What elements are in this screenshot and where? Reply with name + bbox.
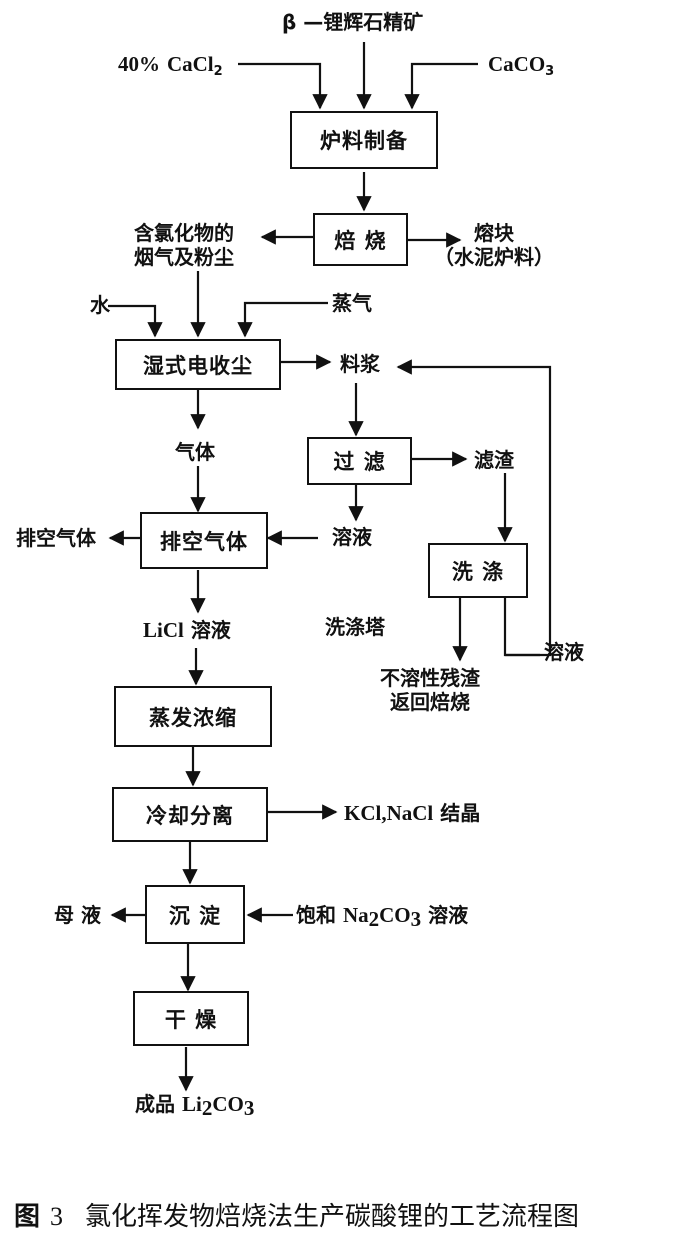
box-precipitation: 沉 淀 (145, 885, 245, 944)
label-licl-solution: LiCl 溶液 (143, 618, 231, 642)
arrow-recycle-slurry (396, 359, 552, 657)
box-evaporation: 蒸发浓缩 (114, 686, 272, 747)
arrow-water (108, 304, 163, 338)
na2co3-prefix: 饱和 (296, 903, 336, 927)
box-furnace-prep: 炉料制备 (290, 111, 438, 169)
label-kcl-nacl-crystals: KCl,NaCl 结晶 (344, 801, 480, 825)
arrow-cacl2 (238, 62, 328, 110)
label-slurry: 料浆 (340, 352, 380, 376)
caption-number: 3 (50, 1202, 64, 1231)
arrow-steam (237, 301, 328, 338)
label-washing-tower: 洗涤塔 (325, 615, 385, 639)
input-spodumene-label: β —锂辉石精矿 (282, 10, 424, 34)
box-roasting: 焙 烧 (313, 213, 408, 266)
label-mother-liquor: 母 液 (54, 903, 101, 927)
box-filtration: 过 滤 (307, 437, 412, 485)
cacl2-percent: 40% (118, 52, 160, 76)
label-insoluble-residue: 不溶性残渣 返回焙烧 (380, 666, 480, 714)
label-wash-solution: 溶液 (544, 640, 584, 664)
crystals-formula: KCl,NaCl (344, 801, 434, 825)
input-cacl2-label: 40% CaCl2 (118, 52, 223, 79)
insoluble-line1: 不溶性残渣 (380, 666, 480, 690)
licl-formula: LiCl (143, 618, 184, 642)
line-wash-solution (503, 598, 540, 657)
label-steam: 蒸气 (332, 291, 372, 315)
na2co3-suffix: 溶液 (428, 903, 469, 927)
na2co3-co: CO (379, 903, 411, 927)
label-filtrate-solution: 溶液 (332, 525, 372, 549)
cacl2-subscript: 2 (213, 64, 223, 79)
product-prefix: 成品 (135, 1092, 175, 1116)
label-chloride-fumes: 含氯化物的 烟气及粉尘 (134, 221, 234, 269)
clinker-line1: 熔块 (474, 221, 514, 245)
arrow-caco3 (404, 62, 478, 110)
box-wet-esp: 湿式电收尘 (115, 339, 281, 390)
licl-solution-text: 溶液 (190, 618, 231, 642)
cacl2-formula: CaCl (166, 52, 214, 76)
insoluble-line2: 返回焙烧 (390, 690, 470, 714)
box-cooling-separation: 冷却分离 (112, 787, 268, 842)
box-exhaust-gas: 排空气体 (140, 512, 268, 569)
label-water: 水 (90, 293, 110, 317)
caco3-subscript: 3 (545, 64, 555, 79)
box-washing: 洗 涤 (428, 543, 528, 598)
chloride-fumes-line1: 含氯化物的 (134, 221, 234, 245)
na2co3-sub2: 3 (410, 907, 422, 931)
label-na2co3-solution: 饱和 Na2CO3 溶液 (296, 903, 469, 930)
box-drying: 干 燥 (133, 991, 249, 1046)
label-clinker: 熔块 （水泥炉料） (434, 221, 554, 269)
caption-text: 氯化挥发物焙烧法生产碳酸锂的工艺流程图 (85, 1202, 580, 1232)
caco3-formula: CaCO (488, 52, 546, 76)
label-product-li2co3: 成品 Li2CO3 (135, 1092, 254, 1119)
product-li: Li (181, 1092, 202, 1116)
product-sub2: 3 (243, 1096, 255, 1120)
clinker-line2: （水泥炉料） (434, 245, 554, 269)
na2co3-na: Na (342, 903, 369, 927)
label-gas: 气体 (175, 440, 215, 464)
product-sub1: 2 (201, 1096, 213, 1120)
product-co: CO (212, 1092, 244, 1116)
crystals-text: 结晶 (440, 801, 481, 825)
caption-prefix: 图 (14, 1202, 41, 1232)
label-filter-residue: 滤渣 (474, 448, 514, 472)
chloride-fumes-line2: 烟气及粉尘 (134, 245, 234, 269)
na2co3-sub1: 2 (368, 907, 380, 931)
label-vent-gas: 排空气体 (16, 526, 96, 550)
input-caco3-label: CaCO3 (488, 52, 555, 79)
